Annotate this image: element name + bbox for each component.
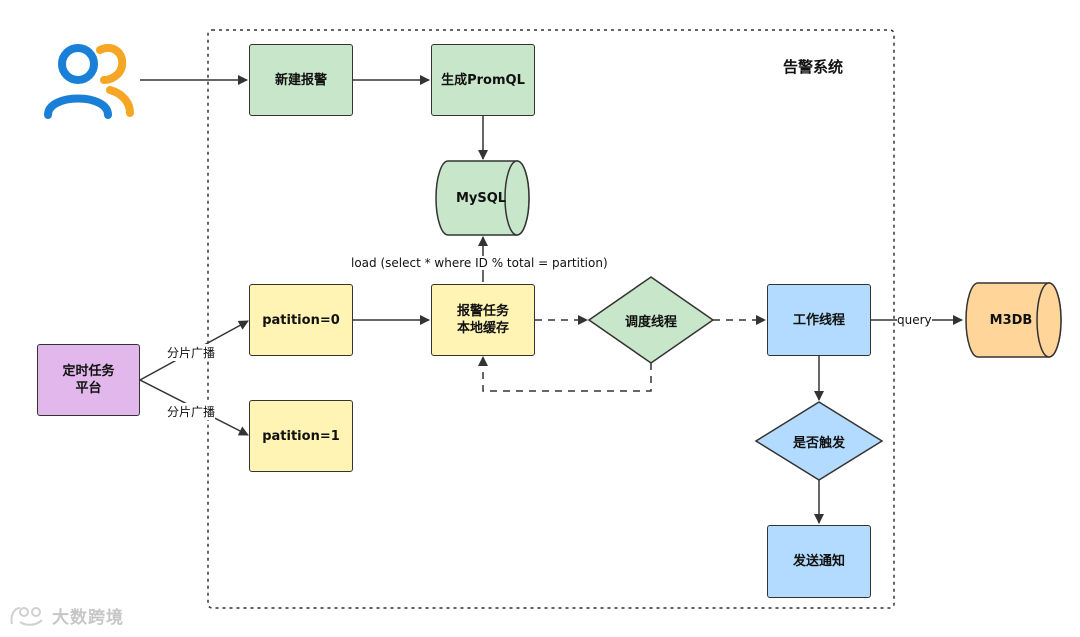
- partition-1-node[interactable]: patition=1: [249, 400, 353, 472]
- edge-scheduler-cache-loop: [478, 356, 652, 392]
- shard-broadcast-label-2: 分片广播: [167, 403, 216, 420]
- system-title: 告警系统: [783, 58, 844, 76]
- scheduler-diamond: [587, 276, 715, 364]
- local-cache-node[interactable]: 报警任务 本地缓存: [431, 284, 535, 356]
- cron-platform-node[interactable]: 定时任务 平台: [37, 344, 140, 416]
- new-alert-node[interactable]: 新建报警: [249, 44, 353, 116]
- watermark: 大数跨境: [8, 603, 124, 628]
- partition-0-node[interactable]: patition=0: [249, 284, 353, 356]
- shard-broadcast-label-1: 分片广播: [167, 344, 216, 361]
- user-icon: [44, 44, 134, 119]
- watermark-text: 大数跨境: [52, 608, 124, 628]
- worker-thread-node[interactable]: 工作线程: [767, 284, 871, 356]
- mysql-cylinder: [435, 160, 530, 236]
- watermark-logo-icon: [10, 606, 43, 626]
- query-edge-label: query: [897, 313, 932, 327]
- load-query-label: load (select * where ID % total = partit…: [349, 256, 610, 270]
- generate-promql-node[interactable]: 生成PromQL: [431, 44, 535, 116]
- m3db-cylinder: [965, 282, 1062, 358]
- system-boundary: [207, 29, 895, 609]
- triggered-diamond: [754, 401, 884, 481]
- send-notification-node[interactable]: 发送通知: [767, 525, 871, 598]
